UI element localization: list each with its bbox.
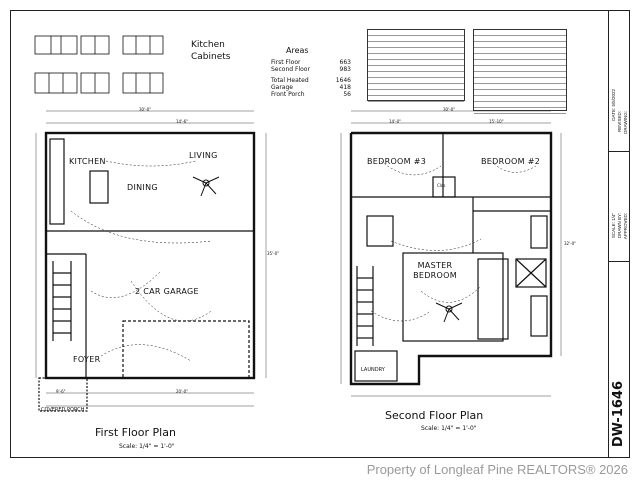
area-label: Garage [271, 84, 293, 91]
second-floor-plan-scale: Scale: 1/4" = 1'-0" [421, 425, 477, 432]
dimension-overall-depth-2: 32'-0" [564, 241, 577, 246]
area-value: 1646 [335, 77, 351, 84]
room-label-bedroom2: BEDROOM #2 [481, 157, 541, 166]
areas-title: Areas [286, 46, 309, 55]
areas-table: Areas First Floor 663 Second Floor 983 Tot… [271, 46, 351, 98]
area-label: Second Floor [271, 66, 310, 73]
areas-row: First Floor 663 [271, 59, 351, 66]
areas-row: Second Floor 983 [271, 66, 351, 73]
area-label: Total Heated [271, 77, 309, 84]
first-floor-schedule-table [367, 29, 465, 102]
title-block-scale: SCALE: 1/4" [611, 213, 616, 239]
room-label-porch: COVERED PORCH [41, 407, 85, 413]
room-label-foyer: FOYER [73, 355, 101, 364]
dimension-overall-depth: 35'-0" [267, 251, 280, 256]
dimension-overall-width-2: 30'-0" [443, 107, 456, 112]
title-block: DATE: 5/5/2022 REVISED: DRAWING: SCALE: … [608, 11, 629, 457]
room-label-kitchen: KITCHEN [69, 157, 106, 166]
second-floor-plan-title: Second Floor Plan [385, 409, 484, 422]
title-block-drawn-by: DRAWN BY: [617, 213, 622, 239]
dimension-left-width: 14'-0" [389, 119, 402, 124]
room-label-laundry: LAUNDRY [361, 367, 385, 373]
dimension-garage-width: 20'-0" [176, 389, 189, 394]
kitchen-cabinets-title: Kitchen Cabinets [191, 39, 230, 63]
watermark: Property of Longleaf Pine REALTORS® 2026 [366, 462, 628, 477]
room-label-dining: DINING [127, 183, 158, 192]
first-floor-plan-scale: Scale: 1/4" = 1'-0" [119, 443, 175, 450]
dimension-right-width: 15'-10" [489, 119, 504, 124]
title-block-date-cell: DATE: 5/5/2022 REVISED: DRAWING: [609, 11, 629, 152]
dimension-living-width: 14'-6" [176, 119, 189, 124]
area-label: Front Porch [271, 91, 305, 98]
drawing-sheet: Kitchen Cabinets Areas First Floor 663 Se… [10, 10, 630, 458]
room-label-living: LIVING [189, 151, 218, 160]
area-value: 663 [339, 59, 351, 66]
areas-row: Garage 418 [271, 84, 351, 91]
second-floor-schedule-table [473, 29, 567, 114]
areas-row: Front Porch 56 [271, 91, 351, 98]
dimension-porch-width: 9'-6" [56, 389, 66, 394]
room-label-bedroom3: BEDROOM #3 [367, 157, 427, 166]
kitchen-cabinets-title-line2: Cabinets [191, 52, 231, 62]
area-value: 56 [343, 91, 351, 98]
kitchen-cabinets-title-line1: Kitchen [191, 40, 225, 50]
title-block-sheet-cell: DW-1646 [609, 261, 629, 458]
area-label: First Floor [271, 59, 301, 66]
area-value: 983 [339, 66, 351, 73]
sheet-number: DW-1646 [611, 381, 626, 448]
room-label-closet: Clos [437, 183, 446, 188]
first-floor-plan-title: First Floor Plan [95, 426, 176, 439]
title-block-drawing: DRAWING: [623, 111, 628, 134]
title-block-revised: REVISED: [617, 111, 622, 133]
title-block-scale-cell: SCALE: 1/4" DRAWN BY: APPROVED: [609, 151, 629, 262]
room-label-master: MASTER BEDROOM [413, 261, 457, 280]
area-value: 418 [339, 84, 351, 91]
title-block-approved: APPROVED: [623, 213, 628, 240]
room-label-garage: 2 CAR GARAGE [135, 287, 199, 296]
title-block-date: DATE: 5/5/2022 [611, 89, 616, 121]
floor-plan-linework [34, 35, 562, 412]
areas-row: Total Heated 1646 [271, 77, 351, 84]
dimension-overall-width: 30'-0" [139, 107, 152, 112]
